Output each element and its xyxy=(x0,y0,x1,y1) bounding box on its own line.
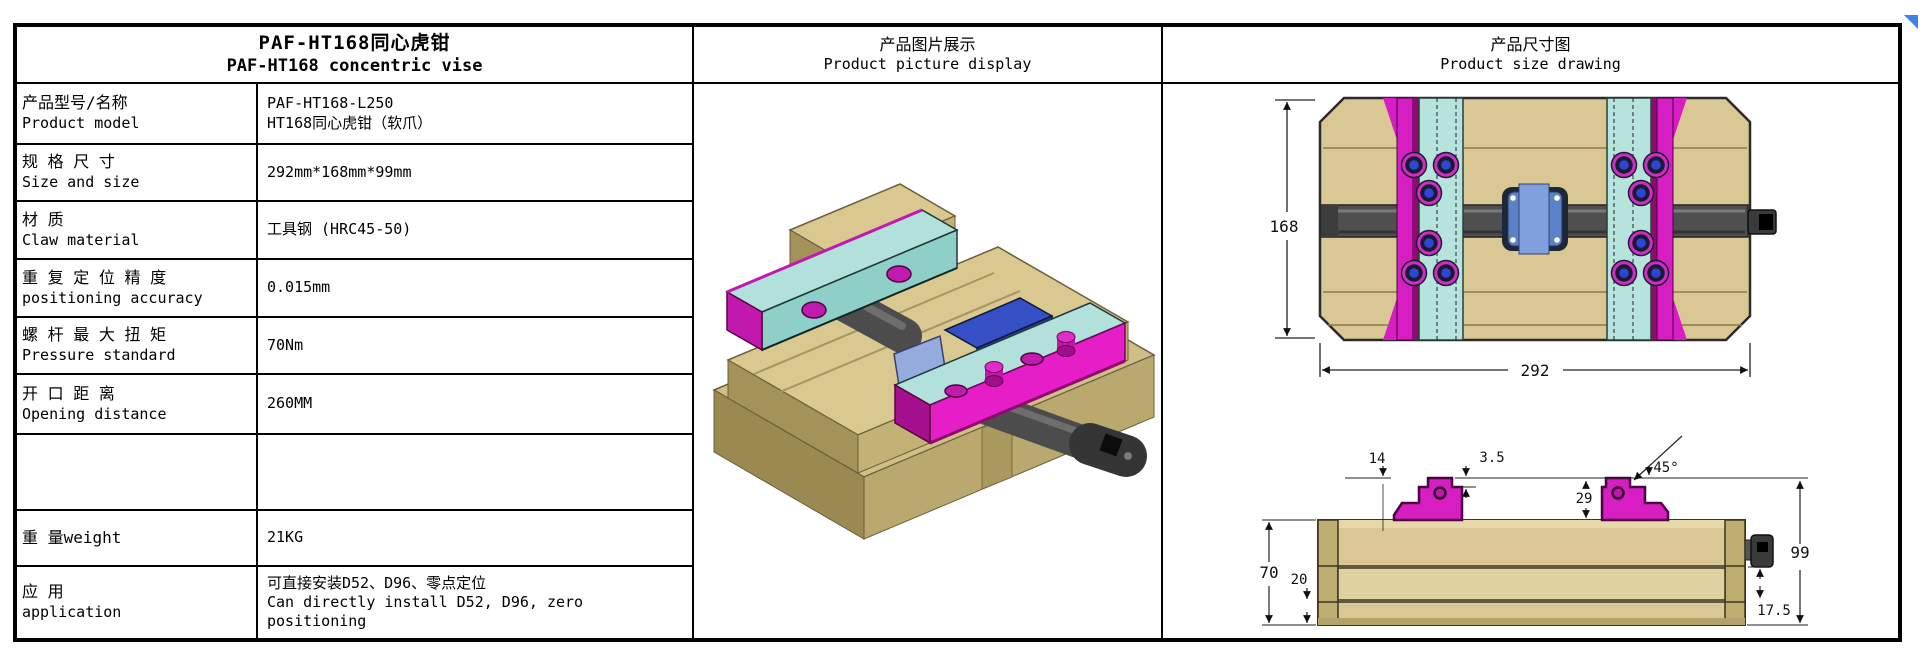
spec-label-cell: 重 量weight xyxy=(17,511,258,565)
dim-292: 292 xyxy=(1319,343,1751,380)
picture-header-cell: 产品图片展示 Product picture display xyxy=(694,27,1161,84)
spec-label-cell: 开 口 距 离 Opening distance xyxy=(17,375,258,433)
spec-label-zh: 重 复 定 位 精 度 xyxy=(22,267,167,287)
side-view-knob xyxy=(1744,534,1774,568)
size-drawing: 168 292 xyxy=(1259,96,1810,626)
spec-label-en: positioning accuracy xyxy=(22,288,203,307)
spec-label-cell xyxy=(17,435,258,509)
spec-title-cell: PAF-HT168同心虎钳 PAF-HT168 concentric vise xyxy=(17,27,692,84)
spec-rows: 产品型号/名称 Product model PAF-HT168-L250 HT1… xyxy=(17,84,692,638)
spec-label-en: Opening distance xyxy=(22,404,167,423)
side-view-right-jaw xyxy=(1600,476,1670,522)
top-view-center-block xyxy=(1502,183,1568,255)
table-row: 产品型号/名称 Product model PAF-HT168-L250 HT1… xyxy=(17,84,692,145)
drawing-column: 产品尺寸图 Product size drawing xyxy=(1163,27,1898,638)
spec-value-cell xyxy=(258,435,692,509)
table-row: 重 量weight 21KG xyxy=(17,511,692,567)
dim-label-45: 45° xyxy=(1653,460,1678,476)
picture-header-zh: 产品图片展示 xyxy=(879,35,976,55)
drawing-header-zh: 产品尺寸图 xyxy=(1490,35,1571,55)
top-view-screws xyxy=(1400,151,1670,287)
side-view-dims: 14 3.5 45° 29 xyxy=(1259,435,1810,626)
product-title-zh: PAF-HT168同心虎钳 xyxy=(258,32,451,54)
dim-label-3-5: 3.5 xyxy=(1479,450,1504,466)
dim-label-17-5: 17.5 xyxy=(1757,603,1791,619)
spec-value-line: 70Nm xyxy=(267,335,304,354)
spec-label-zh: 开 口 距 离 xyxy=(22,383,115,403)
dim-label-99: 99 xyxy=(1790,543,1809,562)
spec-value-line: 292mm*168mm*99mm xyxy=(267,162,412,181)
spec-label-en: Product model xyxy=(22,114,140,133)
spec-label-zh: 应 用 xyxy=(22,582,64,602)
spec-value-cell: 21KG xyxy=(258,511,692,565)
spec-value-line: 260MM xyxy=(267,394,313,413)
spec-value-line: 工具钢 (HRC45-50) xyxy=(267,220,412,239)
spec-value-line: Can directly install D52, D96, zero xyxy=(267,592,584,611)
product-title-en: PAF-HT168 concentric vise xyxy=(226,55,483,76)
table-row-empty xyxy=(17,435,692,511)
table-row: 螺 杆 最 大 扭 矩 Pressure standard 70Nm xyxy=(17,318,692,375)
spec-label-en: Size and size xyxy=(22,173,140,192)
spec-label-zh: 产品型号/名称 xyxy=(22,93,128,113)
spec-value-line: PAF-HT168-L250 xyxy=(267,94,394,113)
dim-label-168: 168 xyxy=(1270,217,1299,236)
spec-label-cell: 应 用 application xyxy=(17,567,258,638)
spec-label-cell: 产品型号/名称 Product model xyxy=(17,84,258,143)
table-row: 开 口 距 离 Opening distance 260MM xyxy=(17,375,692,435)
spec-value-cell: 260MM xyxy=(258,375,692,433)
spec-sheet-table: PAF-HT168同心虎钳 PAF-HT168 concentric vise … xyxy=(13,23,1902,642)
spec-value-cell: 70Nm xyxy=(258,318,692,373)
spec-value-line: positioning xyxy=(267,612,367,631)
picture-column: 产品图片展示 Product picture display xyxy=(694,27,1163,638)
drawing-header-en: Product size drawing xyxy=(1440,55,1621,74)
spec-value-line: 可直接安装D52、D96、零点定位 xyxy=(267,573,487,592)
vise-rear-jaw xyxy=(725,208,959,352)
dim-label-29: 29 xyxy=(1576,491,1593,507)
spec-value-cell: 可直接安装D52、D96、零点定位 Can directly install D… xyxy=(258,567,692,638)
spec-value-line: HT168同心虎钳（软爪） xyxy=(267,113,433,132)
picture-header-en: Product picture display xyxy=(823,55,1032,74)
dim-label-20: 20 xyxy=(1291,572,1308,588)
dim-label-292: 292 xyxy=(1521,361,1550,380)
side-view-drawing: 14 3.5 45° 29 xyxy=(1259,435,1810,626)
vise-front-jaw xyxy=(893,302,1127,445)
spec-label-cell: 重 复 定 位 精 度 positioning accuracy xyxy=(17,260,258,316)
spec-label-zh: 螺 杆 最 大 扭 矩 xyxy=(22,325,167,345)
spec-label-cell: 材 质 Claw material xyxy=(17,202,258,258)
spec-label-cell: 规 格 尺 寸 Size and size xyxy=(17,145,258,200)
spec-label-zh: 材 质 xyxy=(22,209,64,229)
drawing-header-cell: 产品尺寸图 Product size drawing xyxy=(1163,27,1898,84)
spec-value-cell: 0.015mm xyxy=(258,260,692,316)
spec-value-cell: PAF-HT168-L250 HT168同心虎钳（软爪） xyxy=(258,84,692,143)
table-row: 材 质 Claw material 工具钢 (HRC45-50) xyxy=(17,202,692,260)
table-row: 规 格 尺 寸 Size and size 292mm*168mm*99mm xyxy=(17,145,692,202)
top-view-drawing: 168 292 xyxy=(1270,96,1777,380)
dim-label-14: 14 xyxy=(1369,451,1386,467)
spec-value-line: 0.015mm xyxy=(267,278,331,297)
corner-marker-icon xyxy=(1904,15,1918,29)
dim-label-70: 70 xyxy=(1259,563,1278,582)
table-row: 重 复 定 位 精 度 positioning accuracy 0.015mm xyxy=(17,260,692,318)
spec-label-en: application xyxy=(22,603,122,622)
dim-168: 168 xyxy=(1270,99,1315,339)
spec-value-cell: 工具钢 (HRC45-50) xyxy=(258,202,692,258)
spec-label-en: Pressure standard xyxy=(22,346,176,365)
spec-column: PAF-HT168同心虎钳 PAF-HT168 concentric vise … xyxy=(17,27,694,638)
product-photo-illustration xyxy=(712,183,1156,540)
spec-label-zh: 规 格 尺 寸 xyxy=(22,152,115,172)
spec-label-en: Claw material xyxy=(22,230,140,249)
spec-label-zh: 重 量weight xyxy=(22,527,122,547)
spec-value-line: 21KG xyxy=(267,528,304,547)
side-view-left-jaw xyxy=(1392,476,1464,522)
table-row: 应 用 application 可直接安装D52、D96、零点定位 Can di… xyxy=(17,567,692,638)
spec-value-cell: 292mm*168mm*99mm xyxy=(258,145,692,200)
spec-label-cell: 螺 杆 最 大 扭 矩 Pressure standard xyxy=(17,318,258,373)
